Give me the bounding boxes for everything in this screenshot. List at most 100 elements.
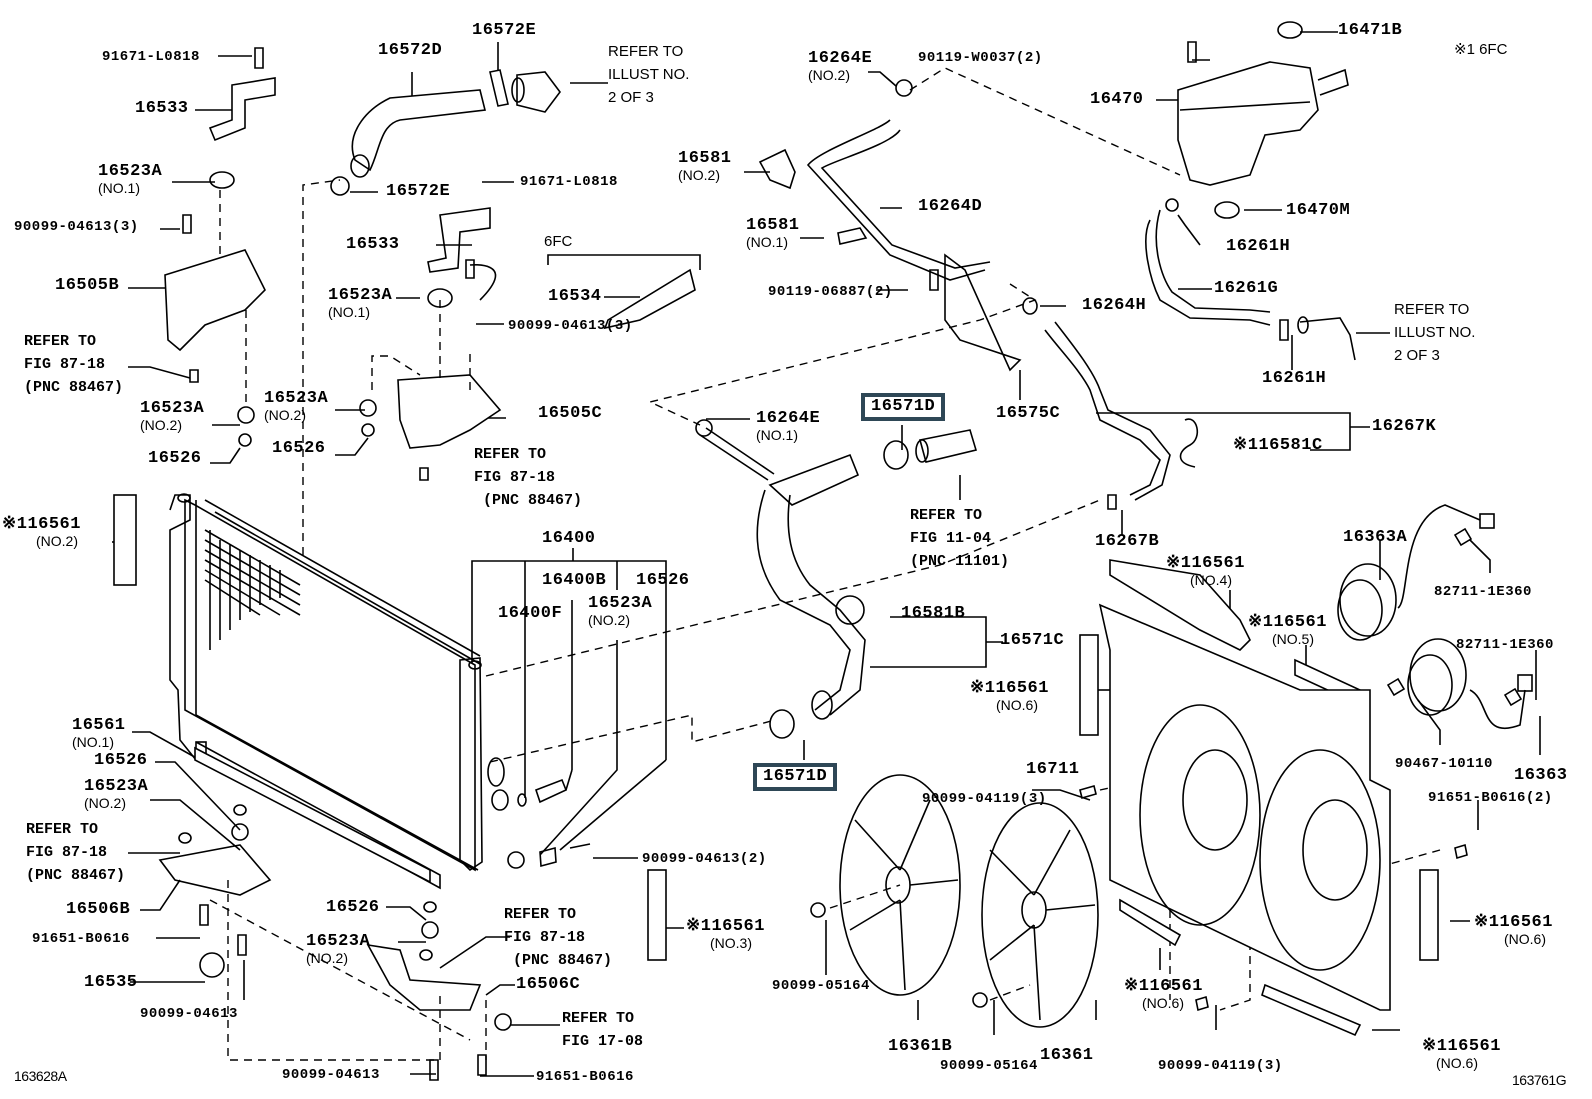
part-label-16561-no6[interactable]: ※116561 (NO.6) xyxy=(1422,1038,1501,1071)
part-label-90099-05164[interactable]: 90099-05164 xyxy=(772,978,870,994)
part-label-16526[interactable]: 16526 xyxy=(636,571,690,590)
foam-seals xyxy=(113,494,1439,1037)
part-label-90099-04119-3[interactable]: 90099-04119(3) xyxy=(1158,1058,1283,1074)
part-label-16561-no1[interactable]: 16561 (NO.1) xyxy=(72,717,126,750)
part-label-16533[interactable]: 16533 xyxy=(346,235,400,254)
reference-note-fig-87-18[interactable]: REFER TO FIG 87-18 (PNC 88467) xyxy=(24,333,124,396)
part-label-90099-04613[interactable]: 90099-04613 xyxy=(282,1067,380,1083)
part-label-82711-1E360[interactable]: 82711-1E360 xyxy=(1456,637,1554,653)
reference-note-fig-87-18[interactable]: REFER TO FIG 87-18 (PNC 88467) xyxy=(504,906,613,969)
part-label-16470[interactable]: 16470 xyxy=(1090,90,1144,109)
part-label-90099-05164[interactable]: 90099-05164 xyxy=(940,1058,1038,1074)
part-label-16523A-no2[interactable]: 16523A (NO.2) xyxy=(140,400,204,433)
part-label-16581C[interactable]: ※116581C xyxy=(1233,436,1323,455)
part-label-16575C[interactable]: 16575C xyxy=(996,404,1061,423)
part-label-16561-no5[interactable]: ※116561 (NO.5) xyxy=(1248,614,1327,647)
part-label-16572E[interactable]: 16572E xyxy=(472,21,537,40)
part-label-16505C[interactable]: 16505C xyxy=(538,404,603,423)
part-label-16581-no2[interactable]: 16581 (NO.2) xyxy=(678,150,732,183)
part-label-16523A-no2[interactable]: 16523A (NO.2) xyxy=(264,390,328,423)
part-label-16561-no3[interactable]: ※116561 (NO.3) xyxy=(686,918,765,951)
part-label-91671-L0818[interactable]: 91671-L0818 xyxy=(520,174,618,190)
part-label-16505B[interactable]: 16505B xyxy=(55,276,120,295)
highlighted-part-label-16571D[interactable]: 16571D xyxy=(861,393,946,421)
part-label-16535[interactable]: 16535 xyxy=(84,973,138,992)
part-qualifier: (NO.1) xyxy=(328,304,370,320)
part-label-16526[interactable]: 16526 xyxy=(94,751,148,770)
part-label-16506B[interactable]: 16506B xyxy=(66,900,131,919)
part-qualifier: (NO.2) xyxy=(36,533,78,549)
hoses xyxy=(330,69,1356,739)
part-label-16523A-no2[interactable]: 16523A (NO.2) xyxy=(306,933,370,966)
reference-note-fig-11-04[interactable]: REFER TO FIG 11-04 (PNC 11101) xyxy=(910,507,1010,570)
part-label-16526[interactable]: 16526 xyxy=(272,439,326,458)
part-label-16571C[interactable]: 16571C xyxy=(1000,631,1065,650)
part-label-16561-no6[interactable]: ※116561 (NO.6) xyxy=(1124,978,1203,1011)
part-label-16534[interactable]: 16534 xyxy=(548,287,602,306)
part-label-16361B[interactable]: 16361B xyxy=(888,1037,953,1056)
part-label-16261H[interactable]: 16261H xyxy=(1262,369,1327,388)
part-label-16363[interactable]: 16363 xyxy=(1514,766,1568,785)
part-label-90119-W0037-2[interactable]: 90119-W0037(2) xyxy=(918,50,1043,66)
part-label-90099-04613-2[interactable]: 90099-04613(2) xyxy=(642,851,767,867)
part-number: 16523A xyxy=(328,286,393,305)
highlighted-part-label-16571D[interactable]: 16571D xyxy=(753,763,838,791)
fan-shroud-16711 xyxy=(1098,603,1391,1011)
part-label-16561-no4[interactable]: ※116561 (NO.4) xyxy=(1166,555,1245,588)
part-label-16581B[interactable]: 16581B xyxy=(901,604,966,623)
reference-note-fig-87-18[interactable]: REFER TO FIG 87-18 (PNC 88467) xyxy=(474,446,583,509)
part-label-16523A-no1[interactable]: 16523A (NO.1) xyxy=(328,287,392,320)
part-label-16267B[interactable]: 16267B xyxy=(1095,532,1160,551)
part-label-16361[interactable]: 16361 xyxy=(1040,1046,1094,1065)
part-label-16523A-no2[interactable]: 16523A (NO.2) xyxy=(588,595,652,628)
part-label-16572D[interactable]: 16572D xyxy=(378,41,443,60)
part-label-90099-04613[interactable]: 90099-04613 xyxy=(140,1006,238,1022)
part-label-16400B[interactable]: 16400B xyxy=(542,571,607,590)
part-label-16264E-no1[interactable]: 16264E (NO.1) xyxy=(756,410,820,443)
part-number: 16523A xyxy=(98,162,163,181)
part-number: 16523A xyxy=(140,399,205,418)
part-label-82711-1E360[interactable]: 82711-1E360 xyxy=(1434,584,1532,600)
part-label-91651-B0616-2[interactable]: 91651-B0616(2) xyxy=(1428,790,1553,806)
part-label-16561-no6[interactable]: ※116561 (NO.6) xyxy=(1474,914,1553,947)
part-label-90099-04613-3[interactable]: 90099-04613(3) xyxy=(14,219,139,235)
part-label-16523A-no2[interactable]: 16523A (NO.2) xyxy=(84,778,148,811)
part-label-16400[interactable]: 16400 xyxy=(542,529,596,548)
part-label-16363A[interactable]: 16363A xyxy=(1343,528,1408,547)
part-label-16267K[interactable]: 16267K xyxy=(1372,417,1437,436)
figure-code-right: 163761G xyxy=(1512,1072,1567,1088)
footnote-marker-6fc: ※1 6FC xyxy=(1454,41,1508,58)
reference-note-fig-87-18[interactable]: REFER TO FIG 87-18 (PNC 88467) xyxy=(26,821,126,884)
reference-note-illust-2-of-3[interactable]: REFER TO ILLUST NO. 2 OF 3 xyxy=(608,40,689,109)
reservoir-16470 xyxy=(1165,21,1349,219)
variant-label-6fc: 6FC xyxy=(544,233,573,250)
part-label-16561-no6[interactable]: ※116561 (NO.6) xyxy=(970,680,1049,713)
reference-note-illust-2-of-3[interactable]: REFER TO ILLUST NO. 2 OF 3 xyxy=(1394,298,1475,367)
part-label-16264D[interactable]: 16264D xyxy=(918,197,983,216)
part-label-16470M[interactable]: 16470M xyxy=(1286,201,1351,220)
part-label-16581-no1[interactable]: 16581 (NO.1) xyxy=(746,217,800,250)
part-label-16400F[interactable]: 16400F xyxy=(498,604,563,623)
part-label-16261H[interactable]: 16261H xyxy=(1226,237,1291,256)
reference-text: REFER TO ILLUST NO. 2 OF 3 xyxy=(1394,301,1476,364)
part-label-16711[interactable]: 16711 xyxy=(1026,760,1080,779)
part-label-16561-no2[interactable]: ※116561 (NO.2) xyxy=(2,516,81,549)
reference-note-fig-17-08[interactable]: REFER TO FIG 17-08 xyxy=(562,1010,644,1050)
part-label-91651-B0616[interactable]: 91651-B0616 xyxy=(32,931,130,947)
part-label-16526[interactable]: 16526 xyxy=(326,898,380,917)
part-label-90467-10110[interactable]: 90467-10110 xyxy=(1395,756,1493,772)
part-label-16264E-no2[interactable]: 16264E (NO.2) xyxy=(808,50,872,83)
part-label-16523A-no1[interactable]: 16523A (NO.1) xyxy=(98,163,162,196)
part-label-90099-04119-3[interactable]: 90099-04119(3) xyxy=(922,791,1047,807)
part-label-16506C[interactable]: 16506C xyxy=(516,975,581,994)
part-label-16572E[interactable]: 16572E xyxy=(386,182,451,201)
part-label-16261G[interactable]: 16261G xyxy=(1214,279,1279,298)
part-label-91651-B0616[interactable]: 91651-B0616 xyxy=(536,1069,634,1085)
part-label-16471B[interactable]: 16471B xyxy=(1338,21,1403,40)
part-label-90119-06887-2[interactable]: 90119-06887(2) xyxy=(768,284,893,300)
part-label-90099-04613-3[interactable]: 90099-04613(3) xyxy=(508,318,633,334)
part-label-91671-L0818[interactable]: 91671-L0818 xyxy=(102,49,200,65)
part-label-16533[interactable]: 16533 xyxy=(135,99,189,118)
part-label-16526[interactable]: 16526 xyxy=(148,449,202,468)
part-label-16264H[interactable]: 16264H xyxy=(1082,296,1147,315)
